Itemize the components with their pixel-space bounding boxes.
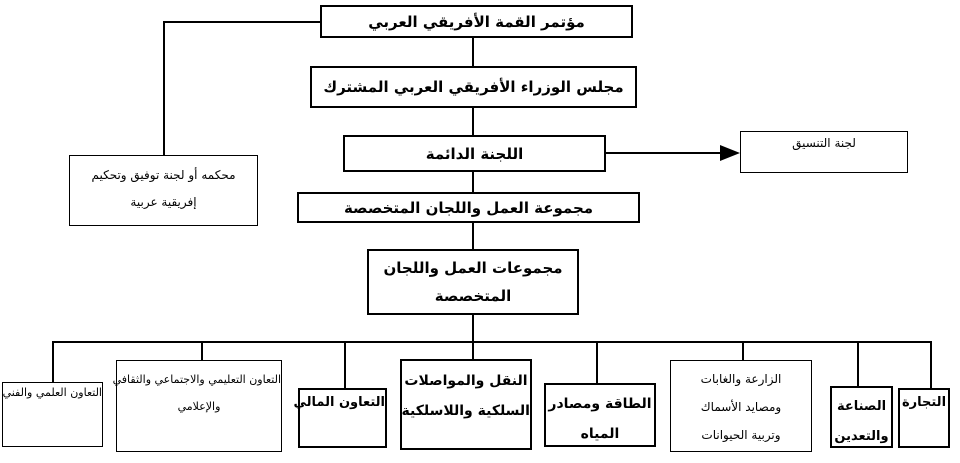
node-label: المتخصصة [434,287,512,305]
node-label: مؤتمر القمة الأفريقي العربي [368,12,585,31]
node-permanent-committee: اللجنة الدائمة [343,135,606,172]
node-agriculture-forests-fisheries-livestock: الزارعة والغابات ومصايد الأسماك وتربية ا… [670,360,812,452]
node-label: التجارة [901,395,947,410]
node-joint-ministerial-council: مجلس الوزراء الأفريقي العربي المشترك [310,66,637,108]
node-label: محكمه أو لجنة توفيق وتحكيم [91,168,236,182]
connector-drop-industry [857,341,859,386]
node-label: التعاون المالي [293,395,385,410]
connector-drop-educational [201,341,203,361]
node-label: مجلس الوزراء الأفريقي العربي المشترك [323,78,624,96]
node-label: لجنة التنسيق [792,136,856,150]
node-label: والتعدين [834,429,889,444]
node-energy-water-resources: الطاقة ومصادر المياه [544,383,656,447]
node-label: اللجنة الدائمة [425,144,524,163]
connector-drop-scientific [52,341,54,383]
node-scientific-technical-cooperation: التعاون العلمي والفني [2,382,103,447]
node-coordination-committee: لجنة التنسيق [740,131,908,173]
node-label: الصناعة [836,399,887,414]
connector-council-permanent [472,108,474,135]
node-working-group-committees: مجموعة العمل واللجان المتخصصة [297,192,640,223]
connector-trunk [52,341,932,343]
node-educational-social-cultural-media-cooperation: التعاون التعليمي والاجتماعي والثقافي وال… [112,360,282,452]
node-transport-telecommunications: النقل والمواصلات السلكية واللاسلكية [400,359,532,450]
node-label: الطاقة ومصادر [548,396,652,412]
connector-drop-trade [930,341,932,388]
connector-summit-council [472,38,474,66]
connector-drop-energy [596,341,598,383]
connector-permanent-coordination [606,152,722,154]
connector-workgroup-workgroups [472,223,474,249]
node-label: التعاون العلمي والفني [2,386,102,399]
node-label: إفريقية عربية [130,195,197,209]
connector-drop-financial [344,341,346,388]
node-label: المياه [580,426,620,442]
node-label: السلكية واللاسلكية [401,403,530,419]
connector-drop-agriculture [742,341,744,361]
node-label: ومصايد الأسماك [700,400,782,414]
node-financial-cooperation: التعاون المالي [293,388,387,448]
node-label: مجموعات العمل واللجان [383,259,563,277]
node-label: التعاون التعليمي والاجتماعي والثقافي [112,373,281,386]
node-trade: التجارة [898,388,950,448]
node-working-groups-specialized: مجموعات العمل واللجان المتخصصة [367,249,579,315]
connector-summit-court-vertical [163,21,165,155]
connector-permanent-workgroup [472,172,474,192]
node-arbitration-court: محكمه أو لجنة توفيق وتحكيم إفريقية عربية [69,155,258,226]
node-label: وتربية الحيوانات [701,428,781,442]
arrow-right-icon [720,145,740,161]
node-summit-conference: مؤتمر القمة الأفريقي العربي [320,5,633,38]
node-label: النقل والمواصلات [404,373,528,389]
node-label: الزارعة والغابات [700,372,782,386]
connector-workgroups-trunk [472,315,474,359]
node-industry-mining: الصناعة والتعدين [830,386,893,448]
connector-summit-court-horizontal [163,21,321,23]
node-label: مجموعة العمل واللجان المتخصصة [343,198,594,217]
node-label: والإعلامي [177,400,221,413]
